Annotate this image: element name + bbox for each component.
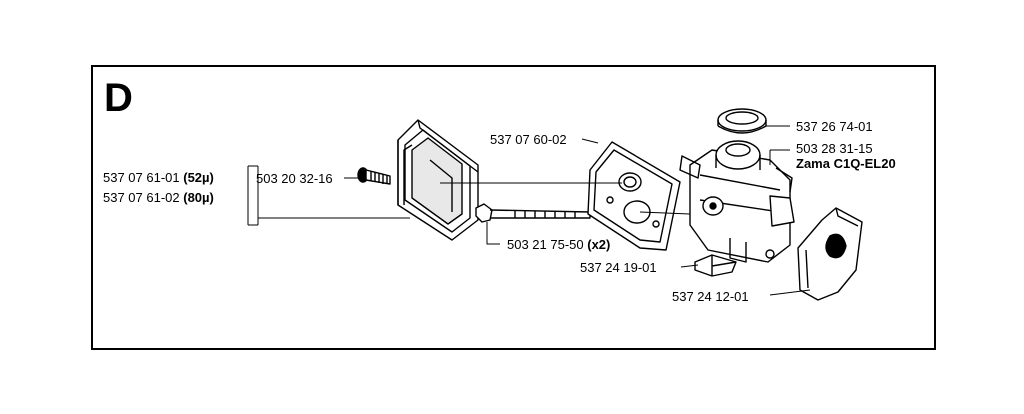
pad-part	[694, 254, 737, 277]
spacer-part	[797, 207, 863, 301]
part-label-spacer: 537 24 12-01	[672, 289, 749, 304]
part-number: 503 21 75-50	[507, 237, 584, 252]
part-label-pad: 537 24 19-01	[580, 260, 657, 275]
gasket-part	[587, 141, 681, 251]
leader-lines	[247, 125, 811, 296]
part-label-carburetor: 503 28 31-15	[796, 141, 873, 156]
air-filter-housing	[397, 119, 479, 241]
section-letter: D	[104, 76, 133, 120]
part-number: 537 07 61-01	[103, 170, 180, 185]
screw-part	[357, 167, 391, 185]
part-label-screw: 503 20 32-16	[256, 171, 333, 186]
part-label-filter-80: 537 07 61-02 (80µ)	[103, 190, 214, 205]
part-label-bolt: 503 21 75-50 (x2)	[507, 237, 610, 252]
part-spec: (80µ)	[183, 190, 214, 205]
seal-ring-part	[717, 108, 767, 134]
diagram-frame	[91, 65, 936, 350]
part-label-gasket: 537 07 60-02	[490, 132, 567, 147]
part-label-filter-52: 537 07 61-01 (52µ)	[103, 170, 214, 185]
part-quantity: (x2)	[587, 237, 611, 252]
part-label-carburetor-model: Zama C1Q-EL20	[796, 156, 896, 171]
carburetor-part	[679, 140, 795, 263]
bolt-part	[475, 203, 591, 223]
part-spec: (52µ)	[183, 170, 214, 185]
part-number: 537 07 61-02	[103, 190, 180, 205]
part-label-seal-ring: 537 26 74-01	[796, 119, 873, 134]
